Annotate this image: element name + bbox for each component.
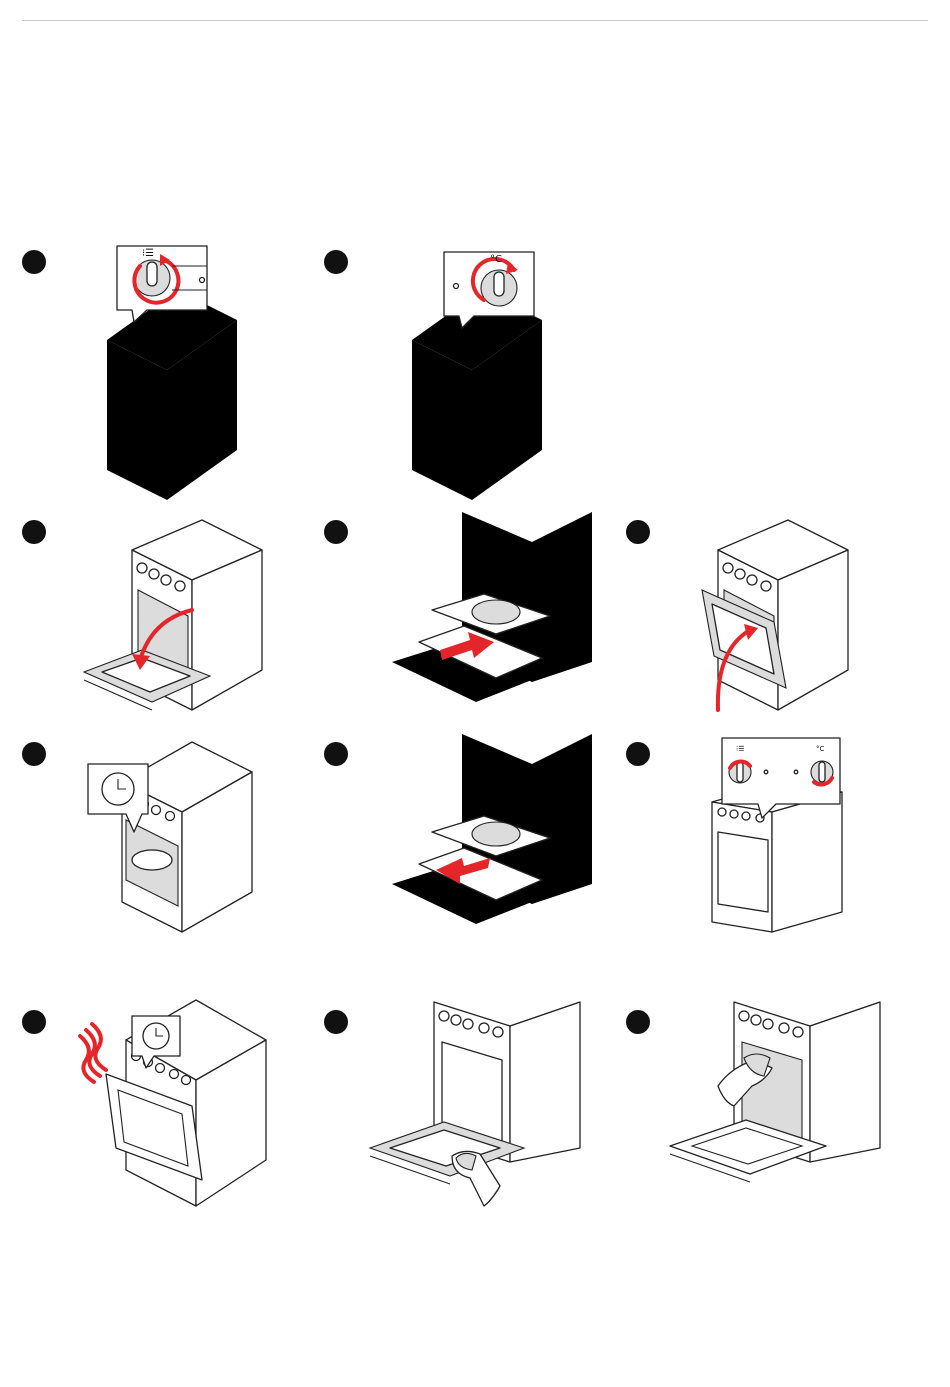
program-symbol: ⁝☰: [142, 248, 154, 259]
step-8: ⁝☰ °C: [626, 742, 886, 942]
step-7: [324, 742, 584, 942]
step-11: [626, 1010, 886, 1210]
tray-insert-illustration: [324, 520, 584, 720]
step-9: [22, 1010, 282, 1210]
tray-remove-illustration: [324, 742, 584, 942]
step-5: [626, 520, 886, 720]
program-symbol: ⁝☰: [736, 745, 745, 753]
step-1: ⁝☰: [22, 250, 282, 450]
step-4: [324, 520, 584, 720]
close-door-illustration: [626, 520, 886, 720]
step-2: °C: [324, 250, 584, 450]
step-3: [22, 520, 282, 720]
temperature-symbol: °C: [816, 745, 825, 753]
timer-cooking-illustration: [22, 742, 282, 942]
temperature-symbol: °C: [490, 254, 502, 265]
top-rule: [22, 20, 928, 21]
open-door-illustration: [22, 520, 282, 720]
knobs-off-illustration: ⁝☰ °C: [626, 742, 886, 942]
step-6: [22, 742, 282, 942]
cooker-knob-illustration: ⁝☰: [22, 250, 282, 450]
clean-door-illustration: [324, 1010, 584, 1210]
cooling-timer-illustration: [22, 1010, 282, 1210]
clean-interior-illustration: [626, 1010, 886, 1210]
step-10: [324, 1010, 584, 1210]
cooker-temperature-illustration: °C: [324, 250, 584, 450]
